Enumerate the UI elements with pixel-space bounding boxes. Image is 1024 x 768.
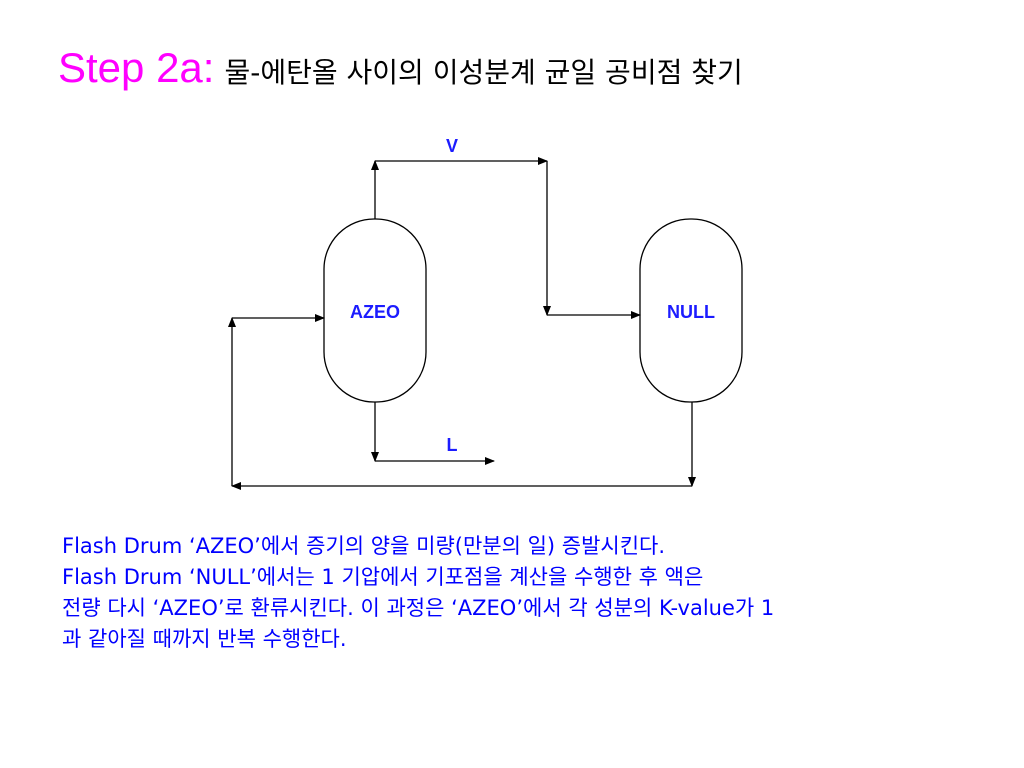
vessel-azeo-label: AZEO (350, 302, 400, 322)
title-step: Step 2a: (58, 44, 215, 91)
description-line: Flash Drum ‘NULL’에서는 1 기압에서 기포점을 계산을 수행한… (62, 565, 704, 589)
vapor-stream-label: V (446, 136, 458, 156)
description-line: Flash Drum ‘AZEO’에서 증기의 양을 미량(만분의 일) 증발시… (62, 534, 666, 558)
title-text: 물-에탄올 사이의 이성분계 균일 공비점 찾기 (224, 56, 743, 89)
liquid-stream-label: L (447, 435, 458, 455)
description-line: 과 같아질 때까지 반복 수행한다. (62, 627, 347, 651)
description-text: Flash Drum ‘AZEO’에서 증기의 양을 미량(만분의 일) 증발시… (62, 531, 1024, 655)
vessel-null (639, 218, 743, 403)
vessel-null-label: NULL (667, 302, 715, 322)
description-line: 전량 다시 ‘AZEO’로 환류시킨다. 이 과정은 ‘AZEO’에서 각 성분… (62, 596, 775, 620)
slide-title: Step 2a: 물-에탄올 사이의 이성분계 균일 공비점 찾기 (58, 44, 743, 92)
